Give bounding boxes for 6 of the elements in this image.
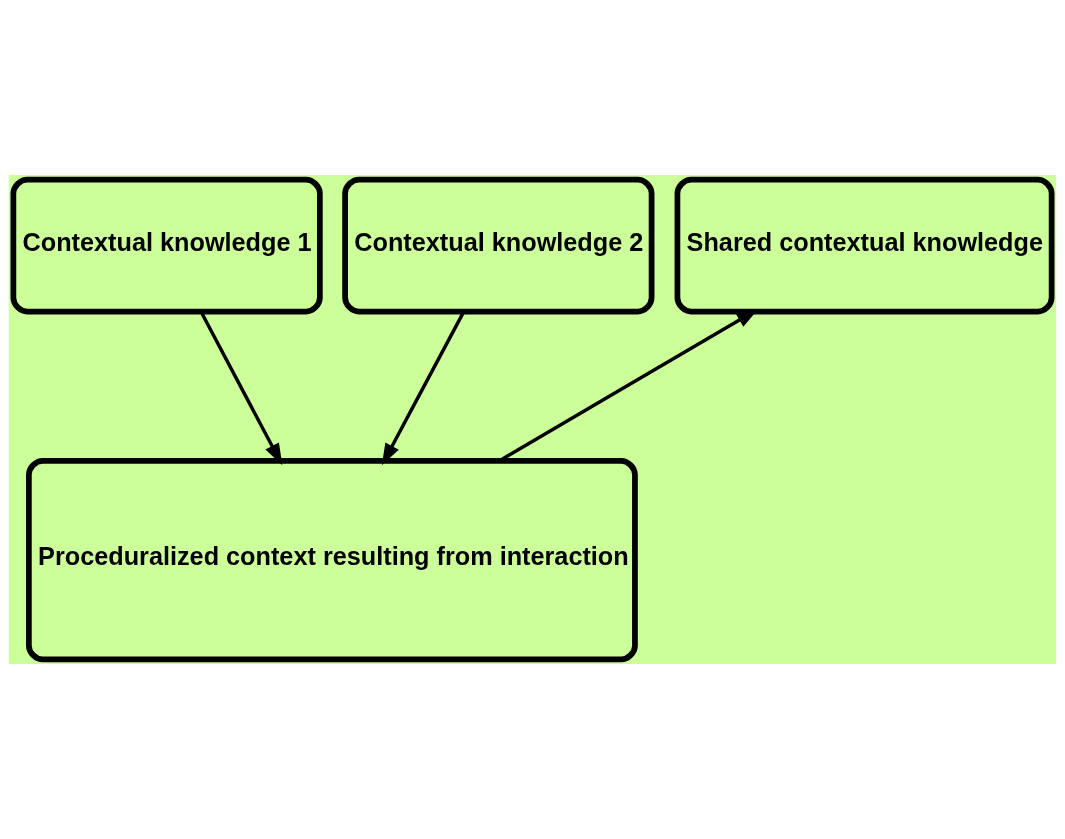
node-box: Shared contextual knowledge [674, 176, 1055, 315]
arrow [199, 311, 283, 466]
node-box: Proceduralized context resulting from interaction [26, 457, 638, 663]
node-box: Contextual knowledge 2 [342, 176, 655, 315]
node-box: Contextual knowledge 1 [10, 176, 323, 315]
arrow [381, 311, 466, 466]
